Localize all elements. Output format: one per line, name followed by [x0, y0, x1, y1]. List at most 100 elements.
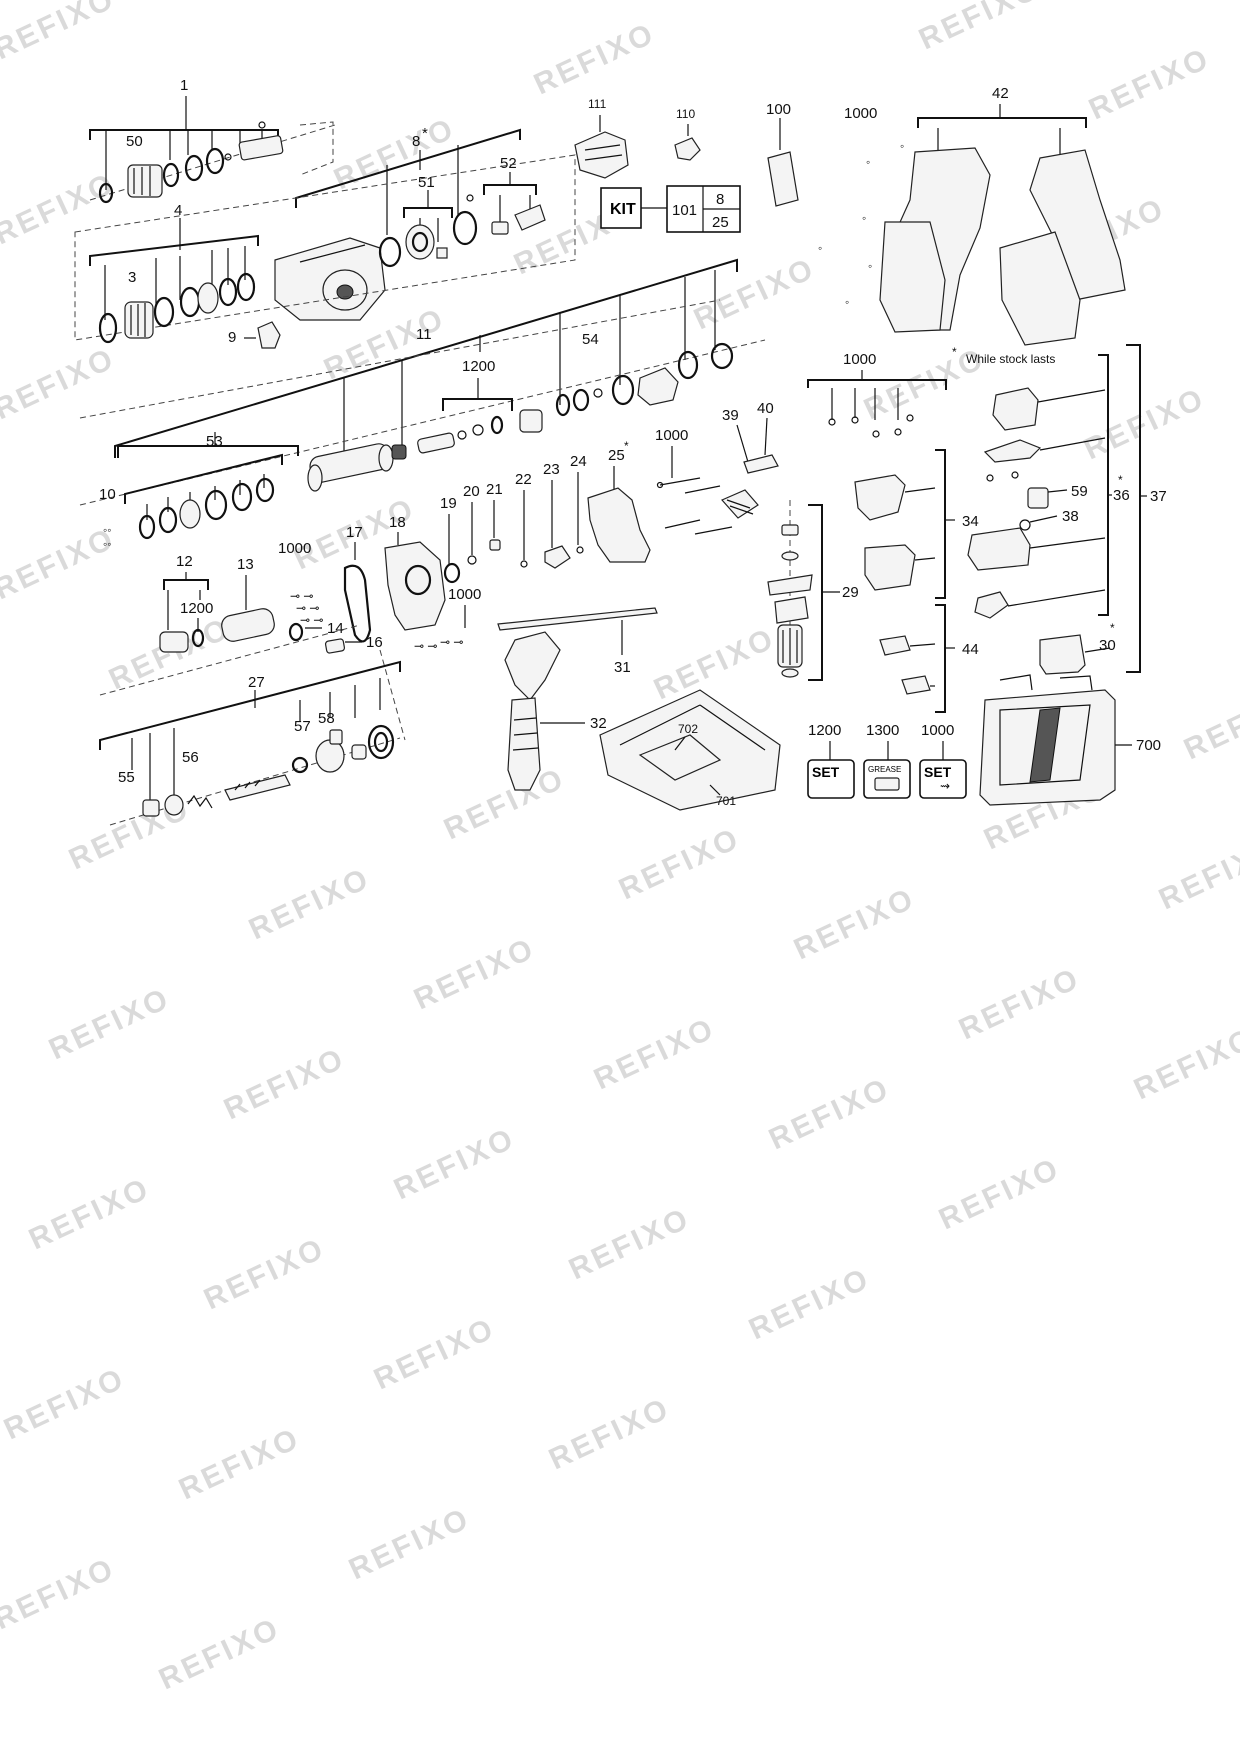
callout-40: 40: [757, 400, 774, 417]
motor-housing-bottom: [864, 544, 916, 591]
callout-25: 25: [608, 447, 625, 464]
svg-text:◦◦: ◦◦: [103, 523, 112, 537]
watermark: REFIXO: [344, 1502, 475, 1587]
switch-screws-group: 1000 39 40: [655, 400, 779, 535]
callout-12: 12: [176, 553, 193, 570]
svg-text:⊸ ⊸: ⊸ ⊸: [296, 601, 319, 615]
kit-number: 101: [672, 202, 697, 219]
callout-57: 57: [294, 718, 311, 735]
motor-housing-top: [854, 474, 906, 521]
electronics-board: [967, 527, 1031, 571]
clutch-ring: [159, 631, 189, 653]
callout-13: 13: [237, 556, 254, 573]
callout-9: 9: [228, 329, 236, 346]
brush-holder: [879, 635, 911, 656]
accessories-top: 111 110 KIT 101 8 25 100: [574, 97, 799, 233]
callout-20: 20: [463, 483, 480, 500]
callout-8-star: *: [422, 125, 428, 142]
gear-case: [384, 541, 446, 631]
callout-3: 3: [128, 269, 136, 286]
switch-module: [992, 387, 1039, 431]
callout-11: 11: [416, 326, 432, 343]
callout-8: 8: [412, 133, 420, 150]
battery-housing: [999, 231, 1081, 346]
side-handle-clamp: [504, 631, 561, 701]
watermark: REFIXO: [244, 862, 375, 947]
svg-text:◦: ◦: [845, 295, 849, 309]
watermark: REFIXO: [389, 1122, 520, 1207]
watermark: REFIXO: [544, 1392, 675, 1477]
svg-text:◦: ◦: [818, 241, 822, 255]
callout-44: 44: [962, 641, 979, 658]
callout-30: 30: [1099, 637, 1116, 654]
callout-29: 29: [842, 584, 859, 601]
callout-50: 50: [126, 133, 143, 150]
watermark: REFIXO: [564, 1202, 695, 1287]
set-ref: 1300: [866, 722, 899, 739]
svg-text:◦: ◦: [862, 211, 866, 225]
callout-1200: 1200: [462, 358, 495, 375]
shaft: [224, 774, 291, 801]
watermark: REFIXO: [1129, 1022, 1240, 1107]
svg-text:◦: ◦: [868, 259, 872, 273]
callout-34: 34: [962, 513, 979, 530]
callout-1: 1: [180, 77, 188, 94]
watermark: REFIXO: [24, 1172, 155, 1257]
drive-belt: [343, 564, 372, 643]
grease-tube: [874, 777, 900, 791]
switch-59: [1027, 487, 1049, 509]
callout-53: 53: [206, 433, 223, 450]
clutch-sleeve: [221, 608, 275, 642]
brush-holder-2: [901, 675, 931, 695]
set-ref: 1200: [808, 722, 841, 739]
callout-701: 701: [716, 794, 736, 808]
watermark: REFIXO: [789, 882, 920, 967]
callout-32: 32: [590, 715, 607, 732]
handle-case-group: 31 32 702 701: [497, 607, 781, 811]
led-module: [974, 591, 1009, 619]
watermark: REFIXO: [0, 0, 120, 66]
callout-1200: 1200: [180, 600, 213, 617]
battery-pack-interface: [1039, 634, 1086, 675]
chuck-sleeve: [127, 164, 163, 198]
kit-box: [600, 187, 642, 229]
callout-100: 100: [766, 101, 791, 118]
watermark: REFIXO: [0, 1552, 120, 1637]
contact-plate: [983, 439, 1042, 463]
svg-text:⇝: ⇝: [940, 779, 950, 793]
fan: [767, 574, 813, 596]
svg-text:⊸ ⊸: ⊸ ⊸: [290, 589, 313, 603]
callout-14: 14: [327, 620, 344, 637]
callout-36-star: *: [1118, 473, 1123, 487]
gear-cluster: [124, 301, 154, 339]
callout-110: 110: [676, 107, 695, 121]
housing-group: 1000 42 ◦ ◦ ◦ ◦ ◦ ◦: [818, 85, 1126, 346]
chuck-spindle: [238, 135, 284, 161]
callout-56: 56: [182, 749, 199, 766]
callout-18: 18: [389, 514, 406, 531]
watermark: REFIXO: [1154, 832, 1240, 917]
clutch-group: 12 1200 13 14 16: [99, 553, 383, 696]
callout-16: 16: [366, 634, 383, 651]
watermark: REFIXO: [614, 822, 745, 907]
kit-label: KIT: [610, 201, 636, 218]
set-label: SET: [924, 764, 952, 780]
bracket-11: [114, 258, 738, 458]
callout-1000: 1000: [655, 427, 688, 444]
side-handle-grip: [507, 697, 541, 791]
note-text: While stock lasts: [966, 352, 1055, 366]
callout-39: 39: [722, 407, 739, 424]
spindle-group: 11 54 1200 53 10: [79, 258, 766, 551]
watermark: REFIXO: [199, 1232, 330, 1317]
watermark: REFIXO: [589, 1012, 720, 1097]
callout-37: 37: [1150, 488, 1167, 505]
watermark: REFIXO: [744, 1262, 875, 1347]
drive-gear: [637, 367, 679, 406]
watermark: REFIXO: [689, 252, 820, 337]
bracket-8: [295, 128, 521, 208]
grease-label: GREASE: [868, 765, 901, 774]
svg-text:◦: ◦: [900, 139, 904, 153]
callout-702: 702: [678, 722, 698, 736]
